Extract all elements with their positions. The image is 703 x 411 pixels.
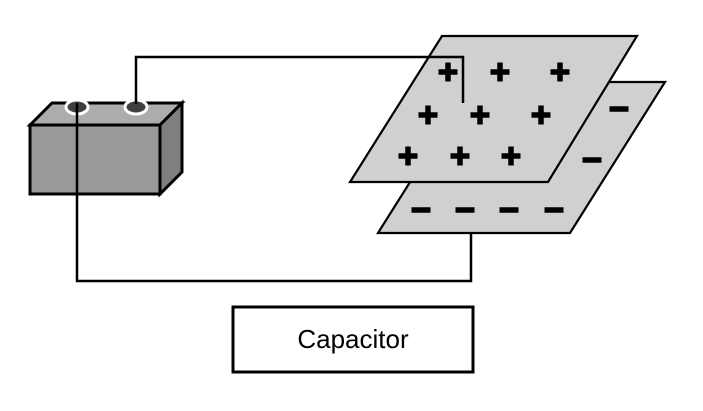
capacitor-plates — [348, 34, 667, 235]
charge-symbol — [477, 105, 483, 125]
battery-front-face — [28, 123, 162, 196]
charge-symbol — [411, 207, 431, 213]
charge-symbol — [457, 146, 463, 166]
charge-symbol — [405, 146, 411, 166]
wire-positive — [134, 55, 465, 104]
charge-symbol — [544, 207, 564, 213]
charge-symbol — [425, 105, 431, 125]
capacitor-label: Capacitor — [231, 305, 475, 374]
charge-symbol — [582, 157, 602, 163]
negative-charges — [411, 106, 629, 213]
charge-symbol — [497, 62, 503, 82]
battery-top-face — [26, 101, 186, 127]
charge-symbol — [455, 207, 475, 213]
charge-symbol — [499, 207, 519, 213]
battery — [26, 98, 186, 198]
label-text: Capacitor — [297, 324, 409, 354]
charge-symbol — [538, 105, 544, 125]
wire-negative — [75, 103, 473, 283]
charge-symbol — [609, 106, 629, 112]
positive-charges — [398, 62, 570, 166]
charge-symbol — [508, 146, 514, 166]
wires — [75, 55, 473, 283]
charge-symbol — [557, 62, 563, 82]
label-box — [231, 305, 475, 374]
charge-symbol — [445, 62, 451, 82]
